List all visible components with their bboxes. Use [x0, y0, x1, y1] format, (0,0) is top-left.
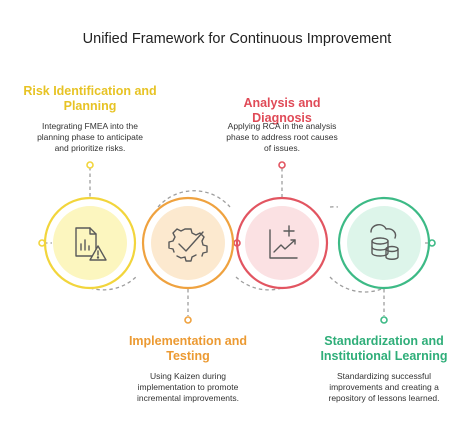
- stage-desc-line: incremental improvements.: [136, 393, 240, 403]
- stage-desc-line: Using Kaizen during: [149, 371, 227, 381]
- stage-circle-implementation: [141, 196, 235, 290]
- connector-arc-8: [329, 276, 385, 293]
- stage-circle-risk-identification: [43, 196, 137, 290]
- document-warning-icon: [75, 227, 107, 261]
- stage-desc-line: repository of lessons learned.: [328, 393, 440, 403]
- stage-desc-line: Integrating FMEA into the: [42, 121, 138, 131]
- stage-desc-line: of issues.: [264, 143, 300, 153]
- stage-circle-standardization: [337, 196, 431, 290]
- stage-desc-risk-identification: Integrating FMEA into the planning phase…: [20, 121, 160, 154]
- endpoint-dot: [86, 161, 94, 169]
- stage-circle-analysis: [235, 196, 329, 290]
- stage-title-line: Implementation and: [128, 334, 248, 348]
- stage-title-line: Institutional Learning: [320, 349, 448, 363]
- stage-title-line: Standardization and: [324, 334, 444, 348]
- stage-desc-implementation: Using Kaizen during implementation to pr…: [118, 371, 258, 404]
- connector-arc-3: [157, 190, 231, 208]
- stage-title-line: Analysis and Diagnosis: [243, 96, 321, 125]
- stage-title-implementation: Implementation and Testing: [118, 334, 258, 364]
- stage-desc-line: improvements and creating a: [329, 382, 439, 392]
- stage-title-analysis: Analysis and Diagnosis: [212, 96, 352, 126]
- database-cloud-icon: [370, 224, 399, 260]
- stage-desc-line: Standardizing successful: [336, 371, 432, 381]
- stage-title-line: Testing: [166, 349, 210, 363]
- gear-check-icon: [168, 228, 208, 262]
- stage-title-standardization: Standardization and Institutional Learni…: [310, 334, 458, 364]
- endpoint-dot: [380, 316, 388, 324]
- stage-desc-standardization: Standardizing successful improvements an…: [310, 371, 458, 404]
- chart-plus-icon: [269, 225, 298, 259]
- stage-desc-line: and prioritize risks.: [54, 143, 126, 153]
- stage-desc-line: planning phase to anticipate: [37, 132, 143, 142]
- stage-desc-analysis: Applying RCA in the analysis phase to ad…: [212, 121, 352, 154]
- stage-title-risk-identification: Risk Identification and Planning: [20, 84, 160, 114]
- stage-desc-line: phase to address root causes: [226, 132, 338, 142]
- stage-desc-line: implementation to promote: [137, 382, 239, 392]
- endpoint-dot: [184, 316, 192, 324]
- page-title: Unified Framework for Continuous Improve…: [82, 31, 392, 47]
- stage-title-line: Planning: [63, 99, 117, 113]
- stage-title-line: Risk Identification and: [23, 84, 157, 98]
- stage-desc-line: Applying RCA in the analysis: [227, 121, 337, 131]
- endpoint-dot: [278, 161, 286, 169]
